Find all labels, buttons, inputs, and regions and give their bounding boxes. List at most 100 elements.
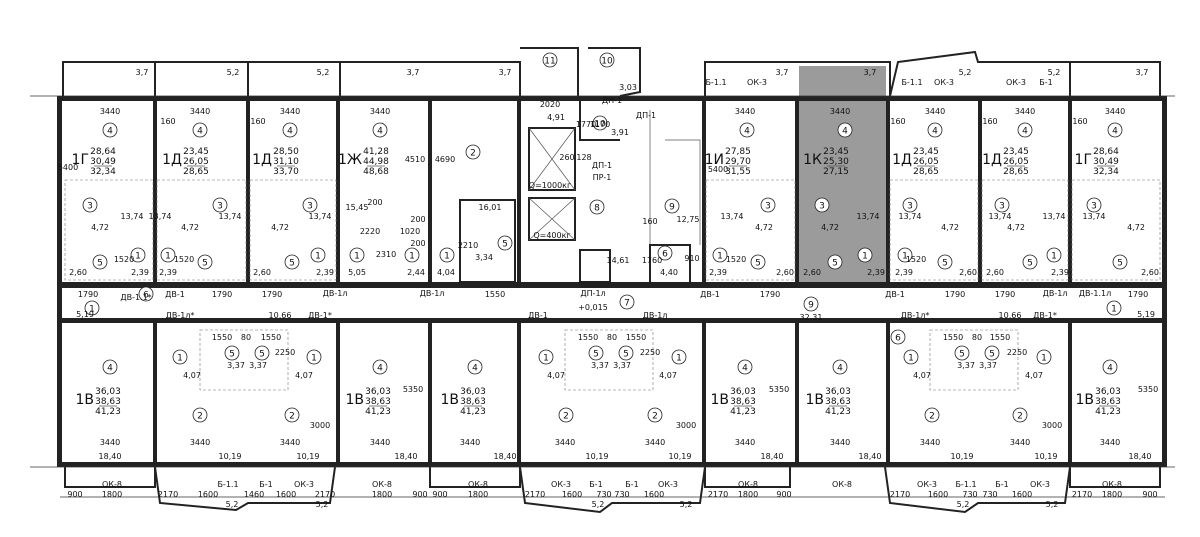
area-with-loggia: 28,65: [183, 167, 209, 177]
outer-walls: [57, 96, 1167, 467]
room-number-marker: 10: [599, 52, 615, 68]
plan-label: 5,19: [1137, 310, 1155, 319]
plan-label: 1800: [1102, 490, 1122, 499]
plan-label: 1520: [726, 255, 746, 264]
plan-label: ОК-3: [1030, 480, 1050, 489]
apartment-code: 1В: [805, 392, 824, 408]
plan-label: 2,60: [776, 268, 794, 277]
plan-label: Б-1: [995, 480, 1008, 489]
plan-label: 260: [559, 153, 574, 162]
area-with-loggia: 41,23: [460, 407, 486, 417]
highlighted-apartment-1k[interactable]: [799, 66, 886, 286]
plan-label: 18,40: [494, 452, 517, 461]
room-number-marker: 6: [138, 286, 154, 302]
room-number: 5: [202, 259, 208, 269]
plan-label: 15,45: [346, 203, 369, 212]
plan-label: 1760: [642, 256, 662, 265]
room-number-marker: 4: [102, 359, 118, 375]
plan-label: 4,72: [181, 223, 199, 232]
room-number-marker: 2: [924, 407, 940, 423]
area-total: 26,05: [183, 157, 209, 167]
plan-label: 3440: [1100, 438, 1120, 447]
plan-label: 160: [250, 117, 265, 126]
room-number: 1: [311, 354, 317, 364]
plan-label: ОК-8: [468, 480, 488, 489]
room-number-marker: 5: [197, 254, 213, 270]
plan-label: ПР-1: [593, 173, 612, 182]
room-number: 4: [287, 127, 293, 137]
plan-label: 5,2: [680, 500, 693, 509]
plan-label: 3440: [555, 438, 575, 447]
room-number: 1: [409, 252, 415, 262]
plan-label: 2250: [640, 348, 660, 357]
area-with-loggia: 33,70: [273, 167, 299, 177]
plan-label: 2310: [376, 250, 396, 259]
plan-label: ДВ-1*: [308, 311, 332, 320]
plan-label: 80: [241, 333, 251, 342]
room-number: 2: [1017, 412, 1023, 422]
room-number: 4: [107, 364, 113, 374]
room-number: 2: [470, 149, 476, 159]
room-number-marker: 1: [84, 300, 100, 316]
plan-label: 13,74: [899, 212, 922, 221]
plan-label: 3440: [735, 438, 755, 447]
plan-label: 5350: [769, 385, 789, 394]
plan-label: 1550: [485, 290, 505, 299]
room-number: 1: [315, 252, 321, 262]
plan-label: 1550: [626, 333, 646, 342]
room-number: 6: [662, 250, 668, 260]
plan-label: 5,2: [316, 500, 329, 509]
plan-label: 1800: [468, 490, 488, 499]
area-total: 44,98: [363, 157, 389, 167]
plan-label: 4,04: [437, 268, 455, 277]
room-number: 4: [932, 127, 938, 137]
plan-label: ОК-8: [832, 480, 852, 489]
area-living: 36,03: [460, 387, 486, 397]
plan-label: ДВ-1л*: [166, 311, 195, 320]
plan-label: 3,37: [957, 361, 975, 370]
plan-label: 12,75: [677, 215, 700, 224]
plan-label: 2,60: [69, 268, 87, 277]
room-number-marker: 5: [937, 254, 953, 270]
room-number-marker: 1: [712, 247, 728, 263]
room-number: 3: [307, 202, 313, 212]
plan-label: 4,07: [913, 371, 931, 380]
area-living: 23,45: [823, 147, 849, 157]
plan-label: 1790: [760, 290, 780, 299]
plan-label: 1600: [644, 490, 664, 499]
room-number-marker: 3: [994, 197, 1010, 213]
plan-label: 1550: [212, 333, 232, 342]
plan-label: 16,01: [479, 203, 502, 212]
room-number-marker: 4: [1017, 122, 1033, 138]
plan-label: 3440: [1015, 107, 1035, 116]
room-number-marker: 6: [657, 245, 673, 261]
plan-label: 160: [160, 117, 175, 126]
area-living: 27,85: [725, 147, 751, 157]
room-number-marker: 4: [737, 359, 753, 375]
plan-label: 3,7: [499, 68, 512, 77]
plan-label: 1550: [990, 333, 1010, 342]
area-total: 38,63: [825, 397, 851, 407]
plan-label: 5,2: [227, 68, 240, 77]
room-number: 2: [563, 412, 569, 422]
room-number: 3: [819, 202, 825, 212]
area-total: 38,63: [460, 397, 486, 407]
plan-label: 730: [982, 490, 997, 499]
plan-label: 4,72: [1127, 223, 1145, 232]
area-living: 28,50: [273, 147, 299, 157]
room-number: 5: [623, 350, 629, 360]
room-number-marker: 2: [284, 407, 300, 423]
plan-label: ДВ-1л: [323, 289, 348, 298]
plan-label: 3440: [735, 107, 755, 116]
apartment-code: 1Д: [982, 152, 1002, 168]
plan-label: ДВ-1: [528, 311, 548, 320]
room-number-marker: 1: [160, 247, 176, 263]
plan-label: 1790: [262, 290, 282, 299]
plan-label: 13,74: [1043, 212, 1066, 221]
